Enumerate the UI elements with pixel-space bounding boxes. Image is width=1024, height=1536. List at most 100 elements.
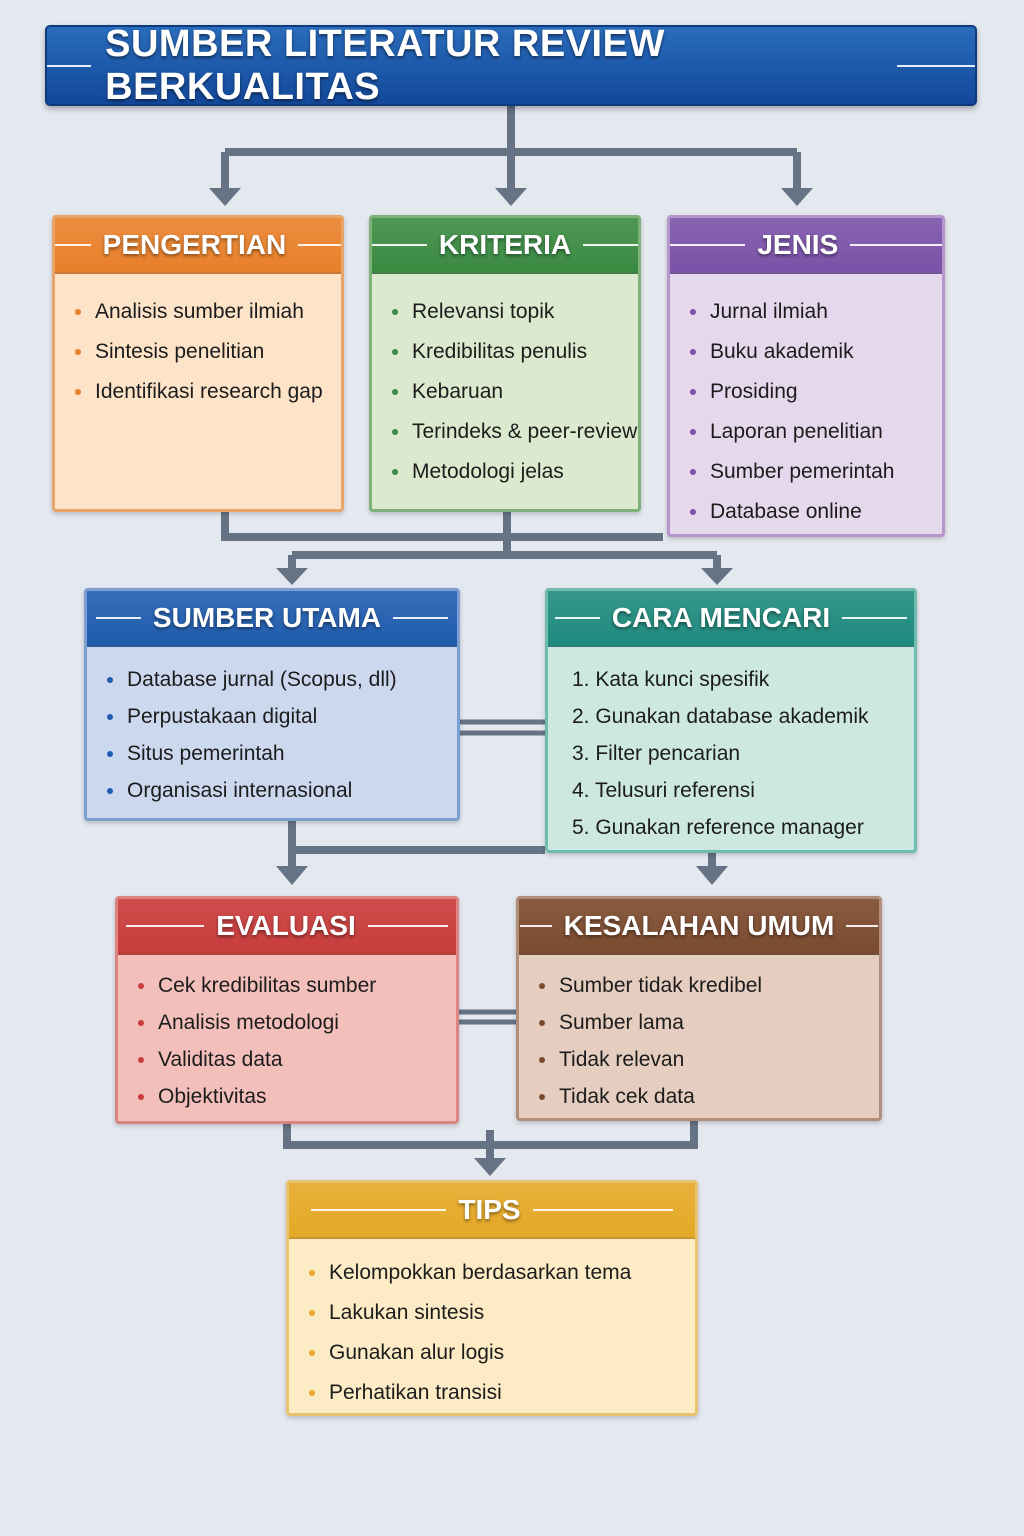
list-item-text: Sumber tidak kredibel [559, 973, 763, 997]
bullet-icon [138, 1019, 144, 1026]
list-item-text: Jurnal ilmiah [710, 300, 828, 323]
list-item-text: Perpustakaan digital [127, 704, 318, 728]
bullet-icon [539, 1093, 545, 1100]
card-header: TIPS [289, 1183, 695, 1239]
bullet-icon [107, 676, 113, 683]
card-header: KESALAHAN UMUM [519, 899, 879, 955]
arrow-icon [276, 866, 308, 885]
bullet-icon [75, 349, 81, 355]
card-header: PENGERTIAN [55, 218, 341, 274]
list-item: Organisasi internasional [103, 772, 457, 809]
bullet-icon [107, 787, 113, 794]
list-item-text: Analisis sumber ilmiah [95, 300, 304, 323]
list-item-text: Metodologi jelas [412, 460, 564, 483]
list-item-text: Validitas data [158, 1047, 283, 1071]
list-item: Relevansi topik [388, 292, 638, 332]
bullet-icon [309, 1350, 315, 1356]
item-list: Database jurnal (Scopus, dll)Perpustakaa… [87, 647, 457, 809]
list-item-text: 4. Telusuri referensi [572, 778, 755, 802]
card-cara-mencari: CARA MENCARI 1. Kata kunci spesifik 2. Gun… [545, 588, 917, 853]
list-item: Gunakan alur logis [305, 1333, 695, 1373]
card-title: PENGERTIAN [102, 229, 287, 260]
list-item-text: Perhatikan transisi [329, 1381, 502, 1404]
bullet-icon [309, 1310, 315, 1316]
connector-mid [221, 512, 721, 570]
card-header: EVALUASI [118, 899, 456, 955]
list-item: Tidak cek data [535, 1078, 879, 1115]
item-list: 1. Kata kunci spesifik 2. Gunakan databas… [548, 647, 914, 846]
connector-bottom [283, 1121, 698, 1160]
bullet-icon [309, 1390, 315, 1396]
bullet-icon [75, 309, 81, 315]
bullet-icon [539, 1019, 545, 1026]
bullet-icon [392, 469, 398, 475]
list-item: 1. Kata kunci spesifik [564, 661, 914, 698]
list-item: Perhatikan transisi [305, 1373, 695, 1413]
arrow-icon [209, 188, 241, 206]
bullet-icon [539, 1056, 545, 1063]
card-title: TIPS [458, 1194, 521, 1225]
list-item-text: Identifikasi research gap [95, 380, 323, 403]
list-item-text: Situs pemerintah [127, 741, 285, 765]
card-header: KRITERIA [372, 218, 638, 274]
bullet-icon [392, 309, 398, 315]
card-title: EVALUASI [216, 910, 356, 941]
arrow-icon [701, 568, 733, 585]
list-item-text: Sumber pemerintah [710, 460, 895, 483]
list-item: Sumber pemerintah [686, 452, 942, 492]
list-item: Database online [686, 492, 942, 532]
card-title: SUMBER UTAMA [152, 602, 382, 633]
bullet-icon [690, 309, 696, 315]
list-item: Validitas data [134, 1041, 456, 1078]
bullet-icon [690, 389, 696, 395]
list-item-text: 5. Gunakan reference manager [572, 815, 864, 839]
main-title-banner: SUMBER LITERATUR REVIEW BERKUALITAS [45, 23, 977, 108]
list-item-text: 3. Filter pencarian [572, 741, 741, 765]
list-item: Objektivitas [134, 1078, 456, 1115]
list-item: Sumber tidak kredibel [535, 967, 879, 1004]
list-item-text: Sintesis penelitian [95, 340, 265, 363]
list-item-text: Cek kredibilitas sumber [158, 973, 377, 997]
bullet-icon [138, 1093, 144, 1100]
bullet-icon [138, 1056, 144, 1063]
list-item: Perpustakaan digital [103, 698, 457, 735]
list-item-text: Buku akademik [710, 340, 854, 363]
list-item-text: Database online [710, 500, 862, 523]
list-item: Cek kredibilitas sumber [134, 967, 456, 1004]
list-item: Situs pemerintah [103, 735, 457, 772]
list-item-text: Relevansi topik [412, 300, 555, 323]
list-item: Sumber lama [535, 1004, 879, 1041]
card-title: KRITERIA [438, 229, 572, 260]
list-item-text: 1. Kata kunci spesifik [572, 667, 770, 691]
list-item-text: Prosiding [710, 380, 798, 403]
card-title: CARA MENCARI [611, 602, 831, 633]
bullet-icon [107, 713, 113, 720]
list-item: 5. Gunakan reference manager [564, 809, 914, 846]
bullet-icon [690, 429, 696, 435]
connector-sumber-cara [460, 719, 545, 736]
list-item: Sintesis penelitian [71, 332, 341, 372]
card-header: CARA MENCARI [548, 591, 914, 647]
list-item: 3. Filter pencarian [564, 735, 914, 772]
bullet-icon [75, 389, 81, 395]
bullet-icon [690, 469, 696, 475]
list-item-text: Kebaruan [412, 380, 504, 403]
list-item-text: Tidak cek data [559, 1084, 695, 1108]
connector-eval-kesalahan [459, 1009, 516, 1025]
list-item: Identifikasi research gap [71, 372, 341, 412]
list-item: Buku akademik [686, 332, 942, 372]
connector-top [221, 106, 801, 190]
list-item-text: Analisis metodologi [158, 1010, 339, 1034]
list-item-text: 2. Gunakan database akademik [572, 704, 869, 728]
card-title: JENIS [757, 229, 839, 260]
